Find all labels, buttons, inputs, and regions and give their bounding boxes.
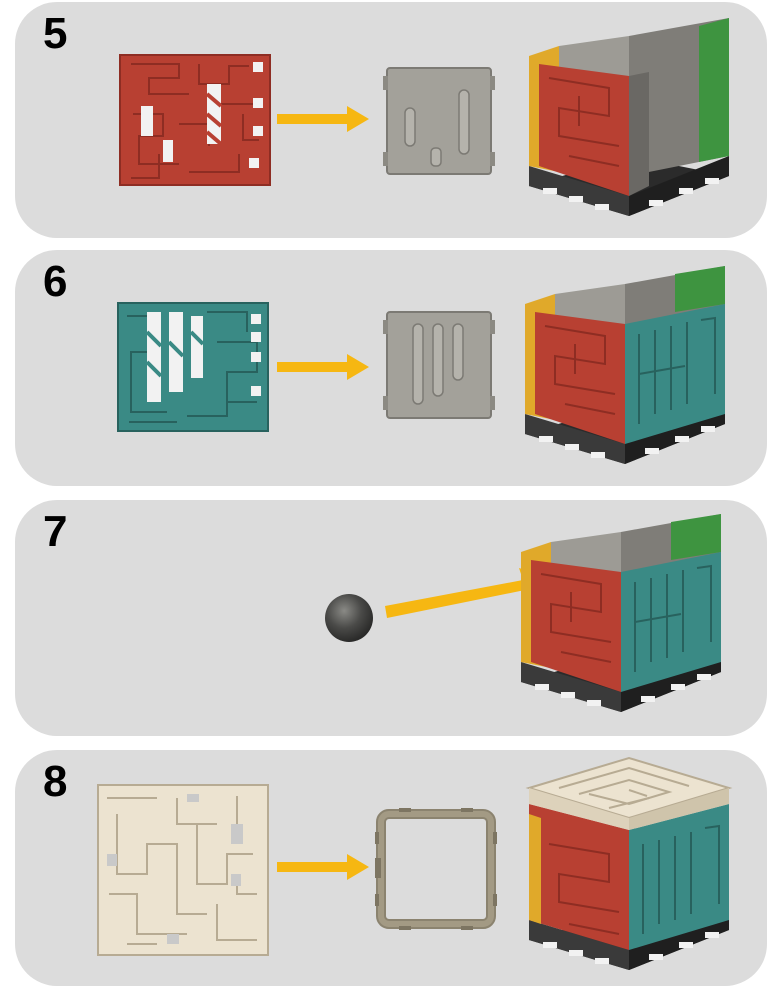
step-panel-7: 7 <box>15 500 767 736</box>
puzzle-cube-icon <box>525 266 725 464</box>
arrow-right-icon <box>277 106 369 132</box>
puzzle-cube-icon <box>525 756 733 970</box>
step-panel-5: 5 <box>15 2 767 238</box>
step-number: 8 <box>43 757 68 806</box>
gray-insert-icon <box>383 67 495 175</box>
arrow-right-icon <box>385 568 551 618</box>
puzzle-cube-icon <box>521 514 721 712</box>
square-frame-icon <box>375 808 497 930</box>
step-number: 7 <box>43 507 68 556</box>
arrow-right-icon <box>277 354 369 380</box>
step-number: 5 <box>43 9 68 58</box>
puzzle-cube-icon <box>529 18 729 216</box>
step-panel-6: 6 <box>15 250 767 486</box>
gray-insert-icon <box>383 311 495 419</box>
step-panel-8: 8 <box>15 750 767 986</box>
arrow-right-icon <box>277 854 369 880</box>
maze-panel-icon <box>119 54 271 186</box>
maze-panel-icon <box>97 784 269 956</box>
steel-ball-icon <box>325 594 373 642</box>
maze-panel-icon <box>117 302 269 432</box>
step-number: 6 <box>43 257 68 306</box>
